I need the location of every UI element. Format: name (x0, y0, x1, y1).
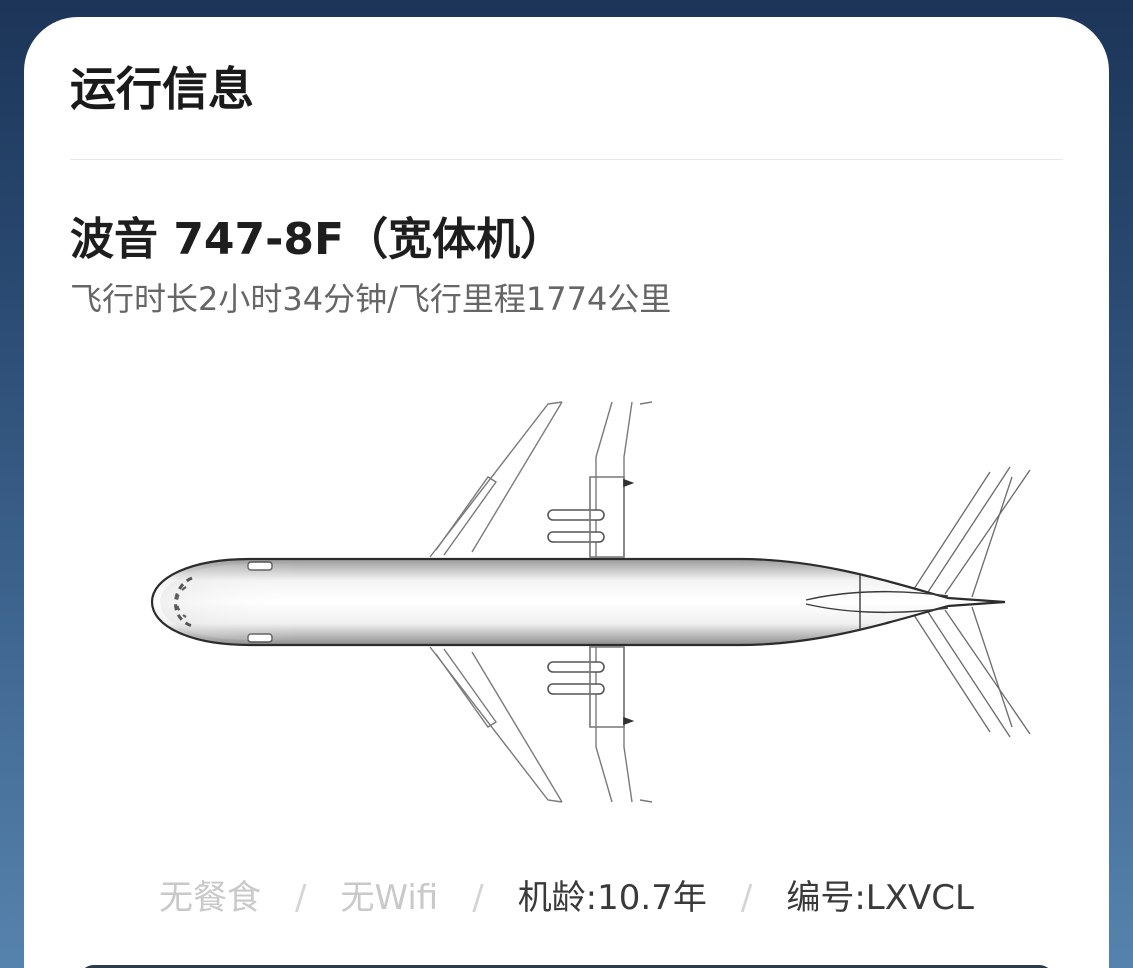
next-card-peek (78, 965, 1055, 968)
features-row: 无餐食 / 无Wifi / 机龄:10.7年 / 编号:LXVCL (24, 871, 1109, 925)
aircraft-model: 波音 747-8F（宽体机） (70, 214, 565, 265)
airplane-diagram (100, 382, 1035, 832)
card-title: 运行信息 (70, 62, 254, 116)
aircraft-registration-label: 编号:LXVCL (786, 878, 974, 918)
separator: / (740, 878, 753, 918)
separator: / (295, 878, 307, 918)
divider (70, 159, 1063, 160)
no-wifi-label: 无Wifi (340, 878, 439, 918)
tailcone-lines (805, 574, 949, 630)
aircraft-age-label: 机龄:10.7年 (517, 878, 707, 918)
upper-wing (429, 401, 653, 558)
fuselage (150, 557, 1006, 647)
flight-duration-distance: 飞行时长2小时34分钟/飞行里程1774公里 (70, 280, 672, 318)
lower-engines (547, 646, 635, 728)
separator: / (472, 878, 484, 918)
lower-wing (429, 646, 653, 803)
operation-info-card: 运行信息 波音 747-8F（宽体机） 飞行时长2小时34分钟/飞行里程1774… (24, 17, 1109, 968)
no-meal-label: 无餐食 (159, 878, 262, 918)
upper-engines (547, 476, 635, 558)
